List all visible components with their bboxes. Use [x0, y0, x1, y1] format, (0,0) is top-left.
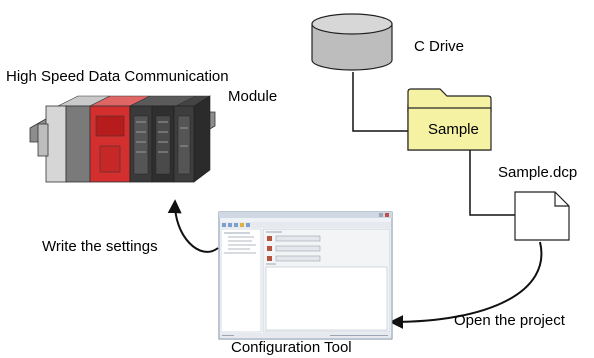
folder-to-file-connector: [469, 150, 515, 216]
drive-to-folder-connector: [352, 72, 418, 132]
config-tool-label: Configuration Tool: [231, 339, 352, 356]
module-title-line1: High Speed Data Communication: [6, 68, 229, 85]
document-icon: [514, 191, 570, 241]
c-drive-icon: [311, 13, 393, 71]
write-settings-label: Write the settings: [42, 238, 158, 255]
sample-folder-label: Sample: [428, 121, 479, 138]
folder-icon: [407, 88, 492, 151]
open-project-arrow: [389, 241, 543, 329]
c-drive-label: C Drive: [414, 38, 465, 55]
open-project-label: Open the project: [454, 312, 565, 329]
plc-module-image: [29, 95, 216, 183]
config-tool-window: [218, 211, 393, 340]
module-title-line2: Module: [228, 88, 278, 105]
write-settings-arrow: [167, 199, 219, 253]
sample-file-label: Sample.dcp: [498, 164, 578, 181]
